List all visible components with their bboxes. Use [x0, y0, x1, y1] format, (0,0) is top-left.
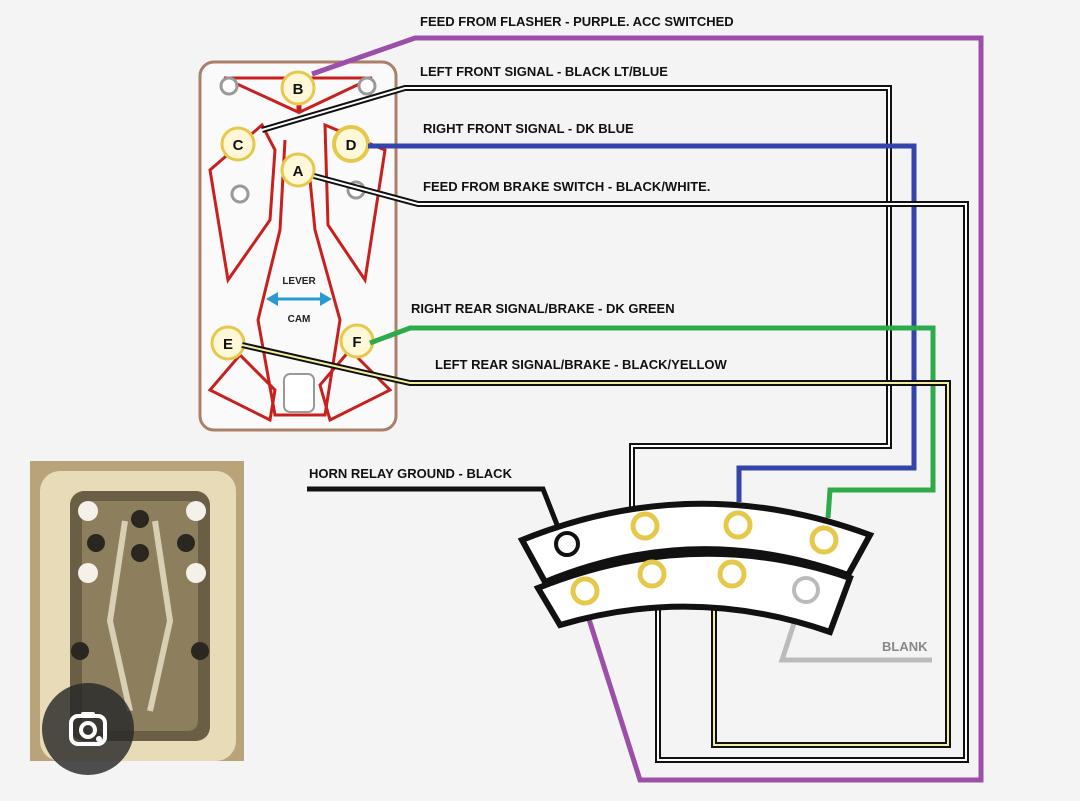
- label-blank: BLANK: [882, 639, 928, 654]
- terminal-d: D: [332, 125, 370, 163]
- wire-right-front: [368, 143, 917, 502]
- wire-left-rear: [241, 342, 951, 748]
- terminal-f: F: [339, 323, 375, 359]
- switch-slot: [283, 373, 315, 413]
- terminal-a-label: A: [293, 163, 304, 180]
- connector-pins: [554, 510, 839, 606]
- lever-label: LEVER: [282, 276, 316, 287]
- connector-pin: [723, 510, 753, 540]
- terminal-e: E: [210, 325, 246, 361]
- blank-pin: [792, 576, 820, 604]
- wire-purple: [311, 35, 984, 783]
- terminal-c: C: [220, 126, 256, 162]
- connector-pin: [809, 525, 839, 555]
- lever-cam-arrow-icon: [266, 292, 332, 306]
- google-lens-button[interactable]: [42, 683, 134, 775]
- wire-right-rear: [369, 325, 936, 519]
- label-horn-ground: HORN RELAY GROUND - BLACK: [309, 466, 513, 481]
- wire-horn-ground: [307, 486, 566, 541]
- label-brake-feed: FEED FROM BRAKE SWITCH - BLACK/WHITE.: [423, 179, 710, 194]
- terminal-a: A: [280, 152, 316, 188]
- wire-left-front: [261, 85, 892, 520]
- terminal-d-label: D: [346, 137, 357, 154]
- terminal-b-label: B: [293, 81, 304, 98]
- wire-brake-feed: [313, 173, 969, 763]
- connector-pin: [630, 511, 660, 541]
- terminal-f-label: F: [352, 334, 361, 351]
- horn-ground-pin: [554, 531, 580, 557]
- label-left-rear: LEFT REAR SIGNAL/BRAKE - BLACK/YELLOW: [435, 357, 727, 372]
- connector-pin: [570, 576, 600, 606]
- terminal-b: B: [280, 70, 316, 106]
- connector-pin: [717, 559, 747, 589]
- cam-label: CAM: [288, 314, 311, 325]
- google-lens-icon: [69, 712, 107, 746]
- terminal-e-label: E: [223, 336, 233, 353]
- label-feed-flasher: FEED FROM FLASHER - PURPLE. ACC SWITCHED: [420, 14, 734, 29]
- connector-block: [517, 500, 875, 636]
- connector-pin: [637, 559, 667, 589]
- label-right-front: RIGHT FRONT SIGNAL - DK BLUE: [423, 121, 634, 136]
- label-right-rear: RIGHT REAR SIGNAL/BRAKE - DK GREEN: [411, 301, 675, 316]
- label-left-front: LEFT FRONT SIGNAL - BLACK LT/BLUE: [420, 64, 668, 79]
- terminal-c-label: C: [233, 137, 244, 154]
